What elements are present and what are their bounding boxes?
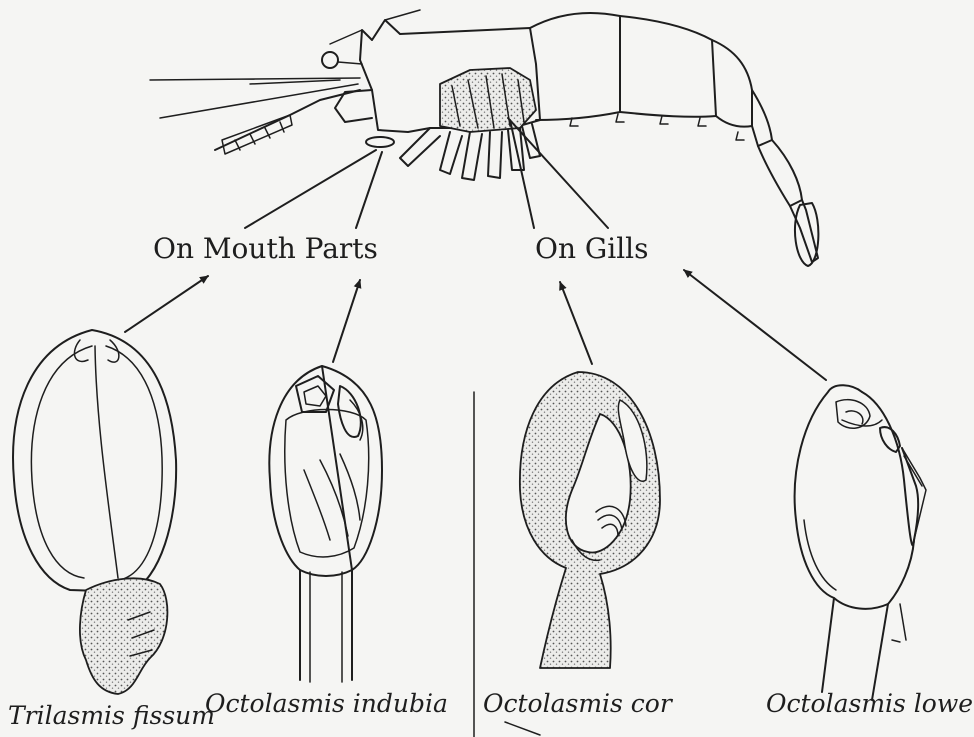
host-to-heading-arrows [245,118,608,228]
specimen-octolasmis-indubia [269,366,382,682]
mouth-parts-heading: On Mouth Parts [153,232,378,265]
specimen-octolasmis-cor [520,372,660,668]
divider-mark [505,722,540,735]
species-label-octolasmis-indubia: Octolasmis indubia [205,689,448,718]
species-label-octolasmis-lowei: Octolasmis lowei [766,689,974,718]
specimen-trilasmis-fissum [13,330,176,694]
specimen-to-heading-arrows [125,270,826,380]
shrimp-host-illustration [150,10,818,266]
gills-heading: On Gills [535,232,649,265]
species-label-octolasmis-cor: Octolasmis cor [483,689,674,718]
species-label-trilasmis-fissum: Trilasmis fissum [8,701,215,730]
specimen-octolasmis-lowei [795,385,926,700]
